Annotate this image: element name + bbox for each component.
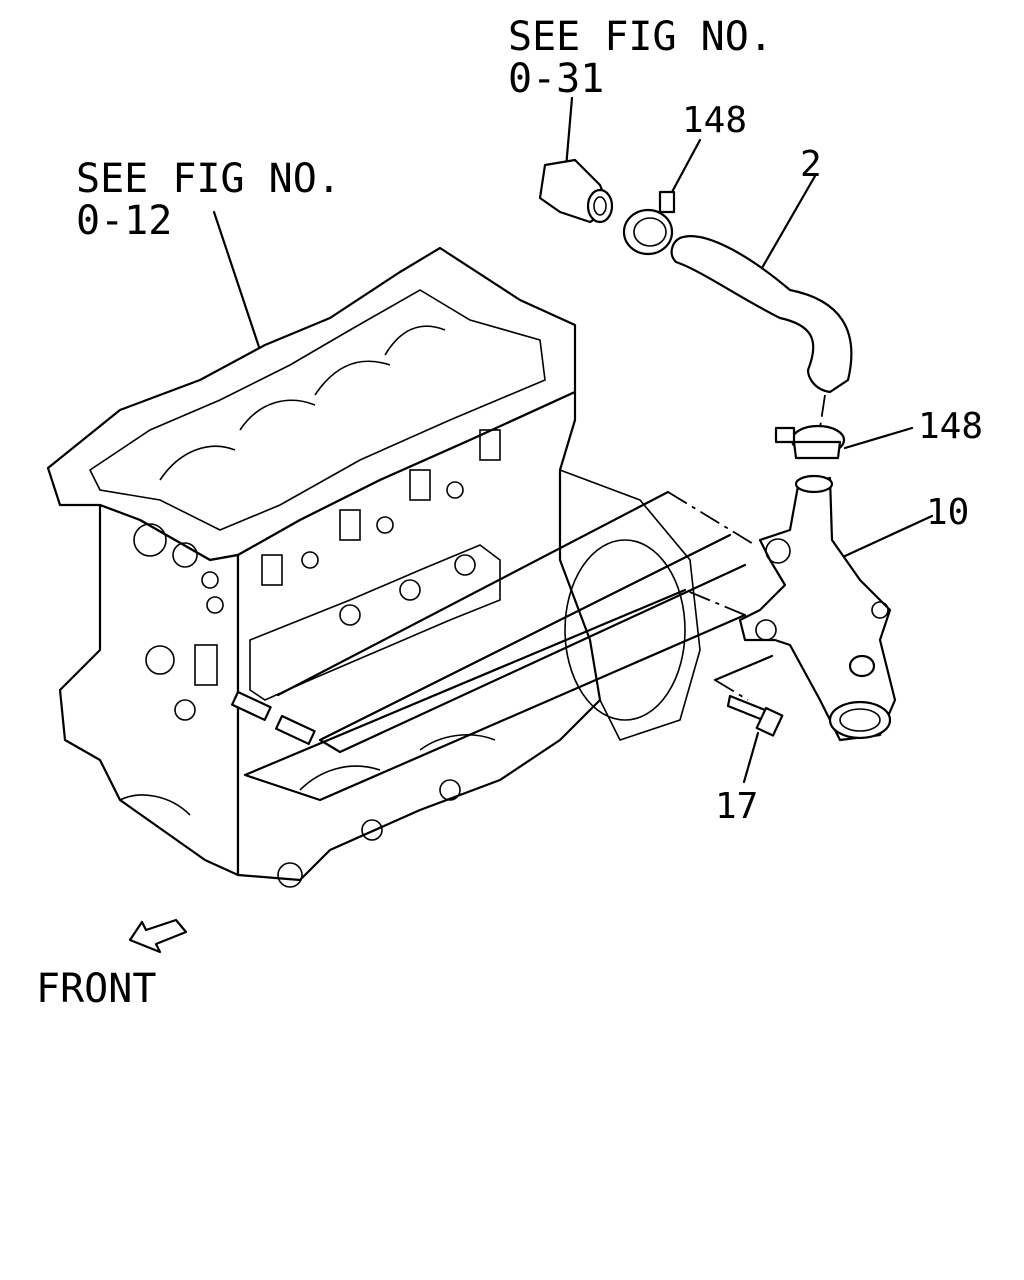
bolt [726,694,784,784]
ref-upper-leader [564,96,574,170]
assembly-line-1 [667,491,756,546]
ref-upper-line1: SEE FIG NO. [508,14,773,60]
assembly-line-2 [318,533,747,754]
callout-hose: 2 [800,144,822,185]
callout-clamp-lower: 148 [918,406,983,447]
engine-block [46,246,701,888]
front-label: FRONT [36,966,156,1012]
assembly-line-4 [713,654,774,682]
clamp-lower [774,394,914,460]
ref-left-leader [212,210,264,358]
assembly-line-4b [714,679,749,701]
hose [670,174,853,394]
assembly-line-3b [684,589,746,616]
pipe-fitting [538,158,614,224]
callout-clamp-upper: 148 [682,100,747,141]
callout-bolt: 17 [715,786,758,827]
clamp-upper [622,138,702,256]
studs [230,690,316,746]
front-arrow-icon [128,918,188,954]
ref-left-line2: 0-12 [76,198,172,244]
ref-upper-line2: 0-31 [508,56,604,102]
assembly-line-1b [276,490,670,697]
assembly-line-3 [243,588,747,802]
water-outlet-pipe [738,474,934,742]
ref-left-line1: SEE FIG NO. [76,156,341,202]
callout-outlet-pipe: 10 [926,492,969,533]
